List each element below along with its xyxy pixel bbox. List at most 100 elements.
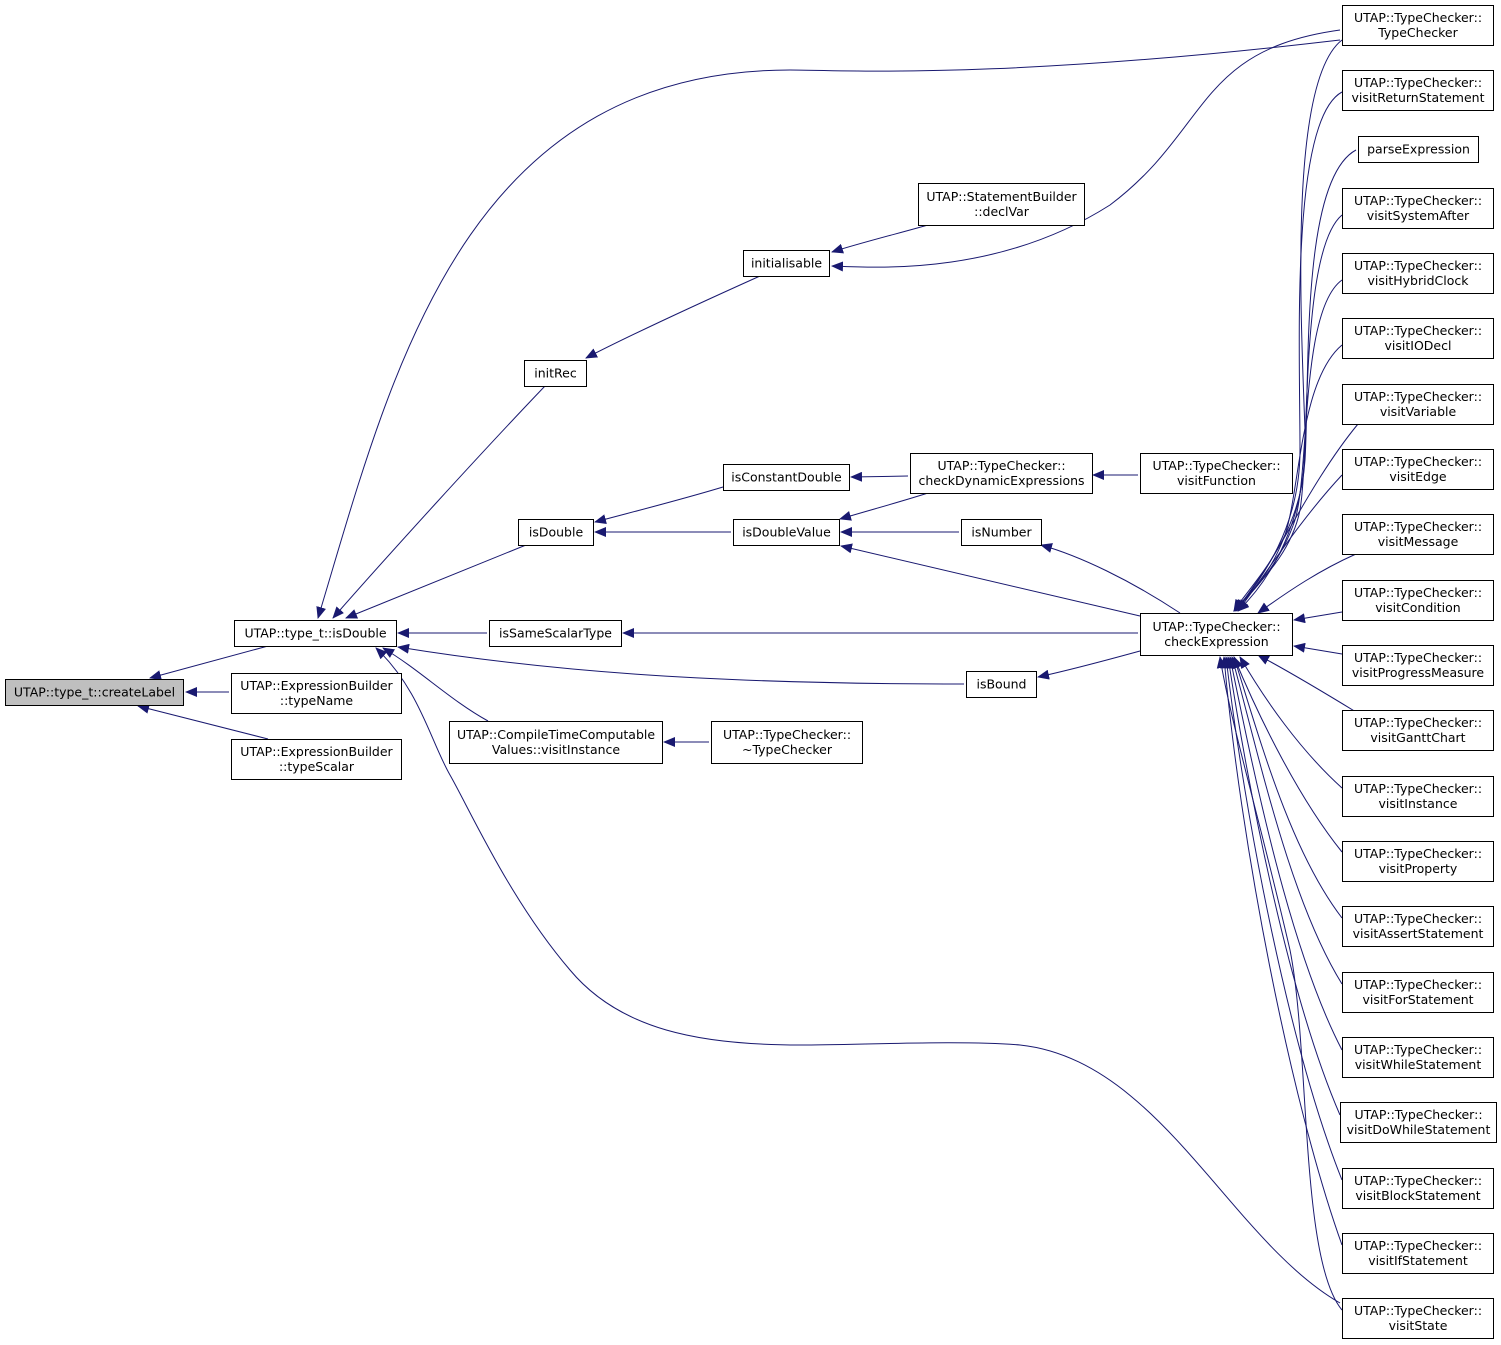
- node-label: visitInstance: [1379, 796, 1458, 811]
- node-label: ~TypeChecker: [742, 742, 833, 757]
- edge-visitForStatement-to-checkExpression: [1230, 656, 1343, 985]
- node-label: checkExpression: [1164, 634, 1268, 649]
- node-box: [1340, 1102, 1497, 1143]
- node-createLabel[interactable]: UTAP::type_t::createLabel: [5, 679, 184, 706]
- node-box: [1342, 1037, 1494, 1078]
- node-label: UTAP::TypeChecker::: [1354, 911, 1482, 926]
- node-visitAssertStatement[interactable]: UTAP::TypeChecker::visitAssertStatement: [1342, 906, 1494, 947]
- node-label: UTAP::TypeChecker::: [1354, 454, 1482, 469]
- node-visitReturnStatement[interactable]: UTAP::TypeChecker::visitReturnStatement: [1342, 70, 1494, 111]
- node-label: UTAP::TypeChecker::: [1354, 1173, 1482, 1188]
- node-isSameScalarType[interactable]: isSameScalarType: [489, 620, 622, 647]
- edge-tcTypeChecker-to-initialisable: [831, 29, 1341, 272]
- node-box: [1342, 514, 1494, 555]
- node-label: UTAP::TypeChecker::: [1354, 1107, 1482, 1122]
- node-visitInstance[interactable]: UTAP::TypeChecker::visitInstance: [1342, 776, 1494, 817]
- node-label: visitIfStatement: [1368, 1253, 1468, 1268]
- node-visitBlockStatement[interactable]: UTAP::TypeChecker::visitBlockStatement: [1342, 1168, 1494, 1209]
- node-box: [1342, 449, 1494, 490]
- node-label: visitMessage: [1378, 534, 1459, 549]
- node-visitSystemAfter[interactable]: UTAP::TypeChecker::visitSystemAfter: [1342, 188, 1494, 229]
- node-ebTypeScalar[interactable]: UTAP::ExpressionBuilder::typeScalar: [231, 739, 402, 780]
- node-label: UTAP::TypeChecker::: [1354, 977, 1482, 992]
- node-box: [231, 673, 402, 714]
- node-visitMessage[interactable]: UTAP::TypeChecker::visitMessage: [1342, 514, 1494, 555]
- node-label: visitState: [1389, 1318, 1448, 1333]
- node-visitIfStatement[interactable]: UTAP::TypeChecker::visitIfStatement: [1342, 1233, 1494, 1274]
- node-tcDestructor[interactable]: UTAP::TypeChecker::~TypeChecker: [711, 721, 863, 764]
- node-box: [743, 250, 830, 277]
- edge-visitWhileStatement-to-checkExpression: [1227, 656, 1343, 1051]
- node-visitCondition[interactable]: UTAP::TypeChecker::visitCondition: [1342, 580, 1494, 621]
- node-label: UTAP::ExpressionBuilder: [240, 678, 393, 693]
- node-checkDyn[interactable]: UTAP::TypeChecker::checkDynamicExpressio…: [910, 453, 1093, 494]
- edge-isDoubleT-to-createLabel: [149, 645, 269, 680]
- node-box: [1342, 841, 1494, 882]
- node-isDoubleValue[interactable]: isDoubleValue: [733, 519, 840, 546]
- edge-visitProgressMeasure-to-checkExpression: [1293, 642, 1343, 655]
- node-visitGanttChart[interactable]: UTAP::TypeChecker::visitGanttChart: [1342, 710, 1494, 751]
- node-ctcVisitInstance[interactable]: UTAP::CompileTimeComputableValues::visit…: [449, 721, 663, 764]
- node-visitForStatement[interactable]: UTAP::TypeChecker::visitForStatement: [1342, 972, 1494, 1013]
- node-visitVariable[interactable]: UTAP::TypeChecker::visitVariable: [1342, 384, 1494, 425]
- edge-visitDoWhileStatement-to-checkExpression: [1224, 656, 1341, 1116]
- node-visitWhileStatement[interactable]: UTAP::TypeChecker::visitWhileStatement: [1342, 1037, 1494, 1078]
- node-visitEdge[interactable]: UTAP::TypeChecker::visitEdge: [1342, 449, 1494, 490]
- node-isDouble[interactable]: isDouble: [518, 519, 594, 546]
- node-initialisable[interactable]: initialisable: [743, 250, 830, 277]
- edge-visitState-to-isDoubleT: [375, 647, 1341, 1304]
- node-box: [1342, 1233, 1494, 1274]
- edge-visitAssertStatement-to-checkExpression: [1232, 656, 1343, 919]
- node-initRec[interactable]: initRec: [524, 360, 587, 387]
- node-box: [723, 464, 850, 491]
- node-label: Values::visitInstance: [492, 742, 620, 757]
- node-parseExpression[interactable]: parseExpression: [1358, 136, 1479, 163]
- node-box: [234, 620, 397, 647]
- node-visitDoWhileStatement[interactable]: UTAP::TypeChecker::visitDoWhileStatement: [1340, 1102, 1497, 1143]
- node-label: visitAssertStatement: [1353, 926, 1484, 941]
- node-checkExpression[interactable]: UTAP::TypeChecker::checkExpression: [1140, 613, 1293, 656]
- node-visitState[interactable]: UTAP::TypeChecker::visitState: [1342, 1298, 1494, 1339]
- node-label: UTAP::TypeChecker::: [1354, 1303, 1482, 1318]
- node-box: [1342, 645, 1494, 686]
- node-label: ::declVar: [974, 204, 1030, 219]
- node-label: visitCondition: [1375, 600, 1460, 615]
- node-tcTypeChecker[interactable]: UTAP::TypeChecker::TypeChecker: [1342, 5, 1494, 46]
- node-label: visitProgressMeasure: [1352, 665, 1485, 680]
- node-isBound[interactable]: isBound: [966, 671, 1037, 698]
- node-visitProgressMeasure[interactable]: UTAP::TypeChecker::visitProgressMeasure: [1342, 645, 1494, 686]
- node-label: UTAP::TypeChecker::: [1354, 193, 1482, 208]
- node-label: UTAP::TypeChecker::: [1152, 619, 1280, 634]
- node-label: UTAP::type_t::isDouble: [244, 626, 386, 641]
- edge-tcTypeChecker-to-isDoubleT: [316, 39, 1341, 619]
- node-box: [524, 360, 587, 387]
- node-label: UTAP::StatementBuilder: [926, 189, 1077, 204]
- node-label: UTAP::TypeChecker::: [1354, 781, 1482, 796]
- node-label: UTAP::TypeChecker::: [1354, 389, 1482, 404]
- node-isNumber[interactable]: isNumber: [961, 519, 1042, 546]
- node-label: UTAP::TypeChecker::: [1354, 715, 1482, 730]
- node-label: UTAP::TypeChecker::: [1354, 585, 1482, 600]
- node-visitHybridClock[interactable]: UTAP::TypeChecker::visitHybridClock: [1342, 253, 1494, 294]
- node-isConstantDouble[interactable]: isConstantDouble: [723, 464, 850, 491]
- node-label: UTAP::type_t::createLabel: [14, 685, 175, 700]
- node-box: [1140, 613, 1293, 656]
- node-label: UTAP::TypeChecker::: [1354, 650, 1482, 665]
- node-label: initialisable: [751, 256, 822, 271]
- node-box: [449, 721, 663, 764]
- node-visitFunction[interactable]: UTAP::TypeChecker::visitFunction: [1140, 453, 1293, 494]
- node-visitIODecl[interactable]: UTAP::TypeChecker::visitIODecl: [1342, 318, 1494, 359]
- node-visitProperty[interactable]: UTAP::TypeChecker::visitProperty: [1342, 841, 1494, 882]
- node-isDoubleT[interactable]: UTAP::type_t::isDouble: [234, 620, 397, 647]
- edge-checkExpression-to-isDoubleValue: [840, 543, 1141, 617]
- edge-visitBlockStatement-to-checkExpression: [1222, 656, 1343, 1181]
- node-label: visitReturnStatement: [1351, 90, 1484, 105]
- node-ebTypeName[interactable]: UTAP::ExpressionBuilder::typeName: [231, 673, 402, 714]
- node-sbDeclVar[interactable]: UTAP::StatementBuilder::declVar: [918, 183, 1085, 226]
- edge-visitCondition-to-checkExpression: [1293, 611, 1343, 624]
- node-label: ::typeName: [280, 693, 354, 708]
- node-label: isSameScalarType: [499, 626, 612, 641]
- node-label: UTAP::TypeChecker::: [1354, 1042, 1482, 1057]
- node-label: parseExpression: [1367, 142, 1470, 157]
- node-label: UTAP::TypeChecker::: [937, 458, 1065, 473]
